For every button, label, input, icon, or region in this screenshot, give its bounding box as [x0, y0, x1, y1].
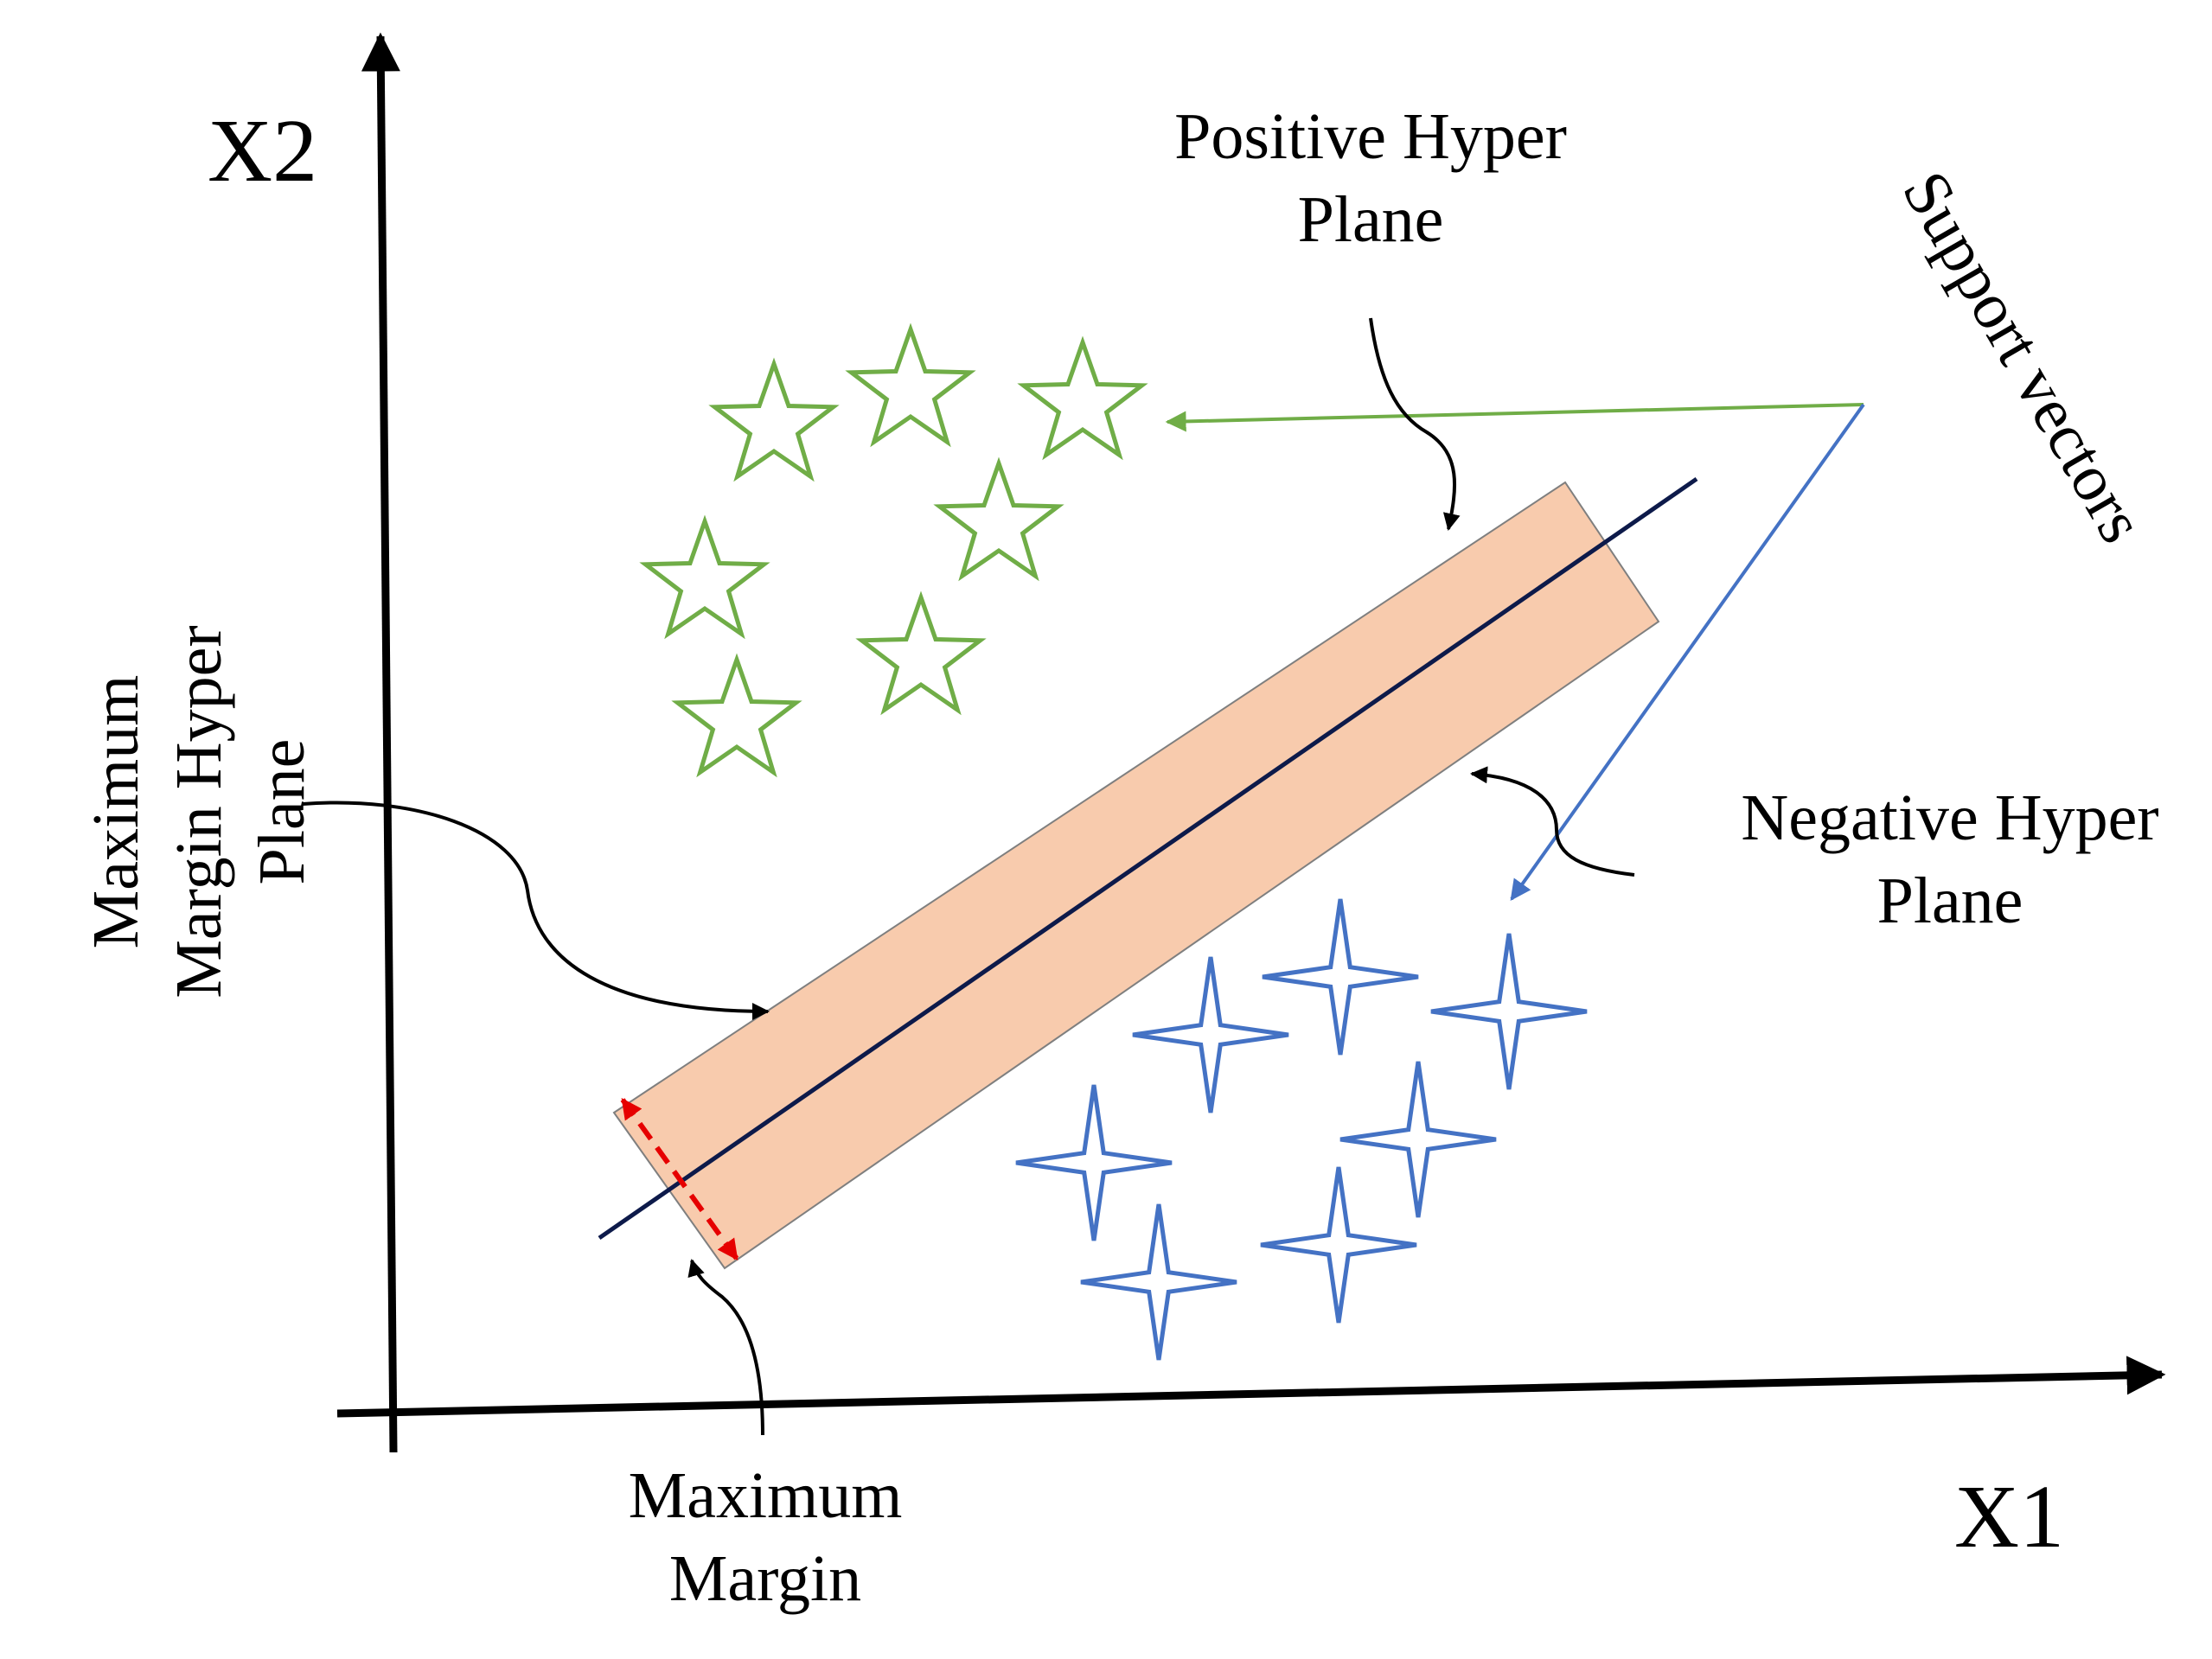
- max-margin-label-line-1: Maximum: [628, 1459, 903, 1532]
- margin-band: [612, 481, 1660, 1270]
- negative-hyperplane-pointer: [1470, 766, 1635, 877]
- positive-hyperplane-label-line-1: Positive Hyper: [1174, 100, 1567, 173]
- max-margin-pointer: [687, 1259, 764, 1436]
- positive-star-marker: [1017, 335, 1148, 461]
- positive-star-marker: [708, 357, 840, 482]
- negative-star-marker: [1262, 898, 1419, 1056]
- max-margin-hyperplane-label-line-3: Plane: [246, 738, 318, 885]
- separating-hyperplane-line: [598, 476, 1698, 1241]
- positive-hyperplane-pointer: [1369, 317, 1461, 531]
- y-axis-label: X2: [208, 101, 318, 201]
- max-margin-hyperplane-label: Maximum Margin Hyper Plane: [74, 596, 323, 1028]
- positive-class-points: [639, 322, 1148, 778]
- negative-star-marker: [1430, 933, 1588, 1090]
- margin-width-arrow: [620, 1098, 739, 1260]
- positive-star-marker: [671, 653, 802, 778]
- positive-hyperplane-label: Positive Hyper Plane: [1141, 95, 1600, 261]
- negative-star-marker: [1132, 956, 1289, 1113]
- support-vector-arrow-negative: [1510, 403, 1865, 901]
- negative-star-marker: [1015, 1084, 1173, 1241]
- positive-star-marker: [933, 456, 1064, 582]
- max-margin-hyperplane-pointer: [302, 801, 770, 1020]
- positive-hyperplane-label-line-2: Plane: [1297, 183, 1444, 256]
- x-axis-label: X1: [1954, 1467, 2065, 1566]
- max-margin-hyperplane-label-line-1: Maximum: [80, 674, 152, 949]
- positive-star-marker: [845, 322, 976, 448]
- positive-star-marker: [855, 590, 987, 716]
- max-margin-label: Maximum Margin: [571, 1454, 960, 1620]
- positive-star-marker: [639, 514, 770, 640]
- max-margin-label-line-2: Margin: [668, 1542, 862, 1615]
- negative-hyperplane-label: Negative Hyper Plane: [1708, 776, 2192, 942]
- negative-star-marker: [1260, 1166, 1417, 1324]
- support-vector-arrow-positive: [1165, 403, 1864, 432]
- negative-star-marker: [1080, 1203, 1237, 1361]
- negative-hyperplane-label-line-1: Negative Hyper: [1741, 782, 2159, 854]
- x-axis: [336, 1356, 2166, 1418]
- negative-hyperplane-label-line-2: Plane: [1876, 865, 2023, 937]
- negative-class-points: [1015, 898, 1588, 1361]
- negative-star-marker: [1339, 1061, 1497, 1218]
- max-margin-hyperplane-label-line-2: Margin Hyper: [163, 625, 235, 999]
- y-axis: [361, 32, 400, 1453]
